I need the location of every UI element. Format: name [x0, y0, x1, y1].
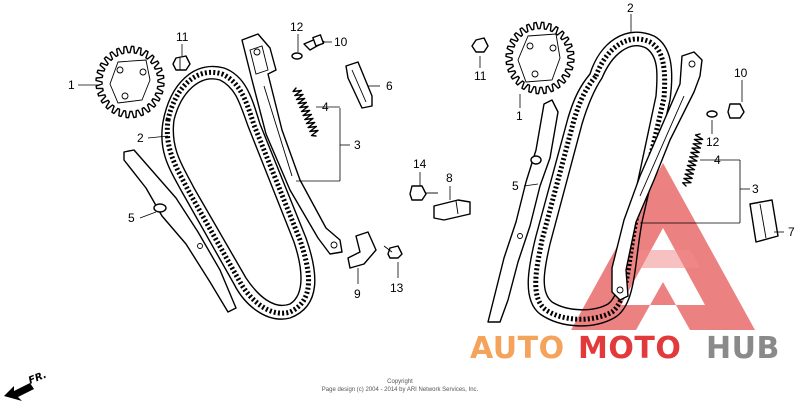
spring-right [682, 133, 704, 187]
callout-14: 14 [413, 157, 427, 171]
fr-arrow-icon [4, 383, 34, 401]
guide-block-6 [345, 61, 373, 109]
watermark-logo [571, 163, 755, 330]
callout-1-left: 1 [68, 78, 75, 92]
callout-9: 9 [354, 287, 361, 301]
tensioner-arm-right [611, 51, 703, 301]
bolt-13 [383, 245, 403, 259]
callout-12-left: 12 [290, 20, 304, 34]
cam-chain-left [161, 65, 316, 320]
chain-guide-left [123, 149, 237, 313]
callout-4-right: 4 [714, 153, 721, 167]
bolt-10-left [303, 34, 325, 51]
callout-5-right: 5 [512, 179, 519, 193]
fr-label: FR. [27, 370, 48, 387]
bolt-10-right [727, 103, 745, 119]
watermark-text: AUTO MOTO HUB [470, 331, 780, 366]
clip-9 [347, 231, 377, 269]
guide-block-7 [749, 199, 779, 243]
callout-11-left: 11 [176, 30, 189, 44]
bracket-8 [433, 199, 471, 221]
bolt-14 [409, 185, 438, 201]
cam-sprocket-left [95, 45, 165, 119]
callout-1-right: 1 [516, 109, 523, 123]
footer-copyright: Copyright [387, 379, 413, 385]
bolt-11-right [471, 37, 489, 53]
leader-lines [78, 14, 784, 284]
callout-3-left: 3 [354, 138, 361, 152]
washer-12-right [706, 110, 718, 118]
chain-guide-right [487, 99, 559, 323]
callout-4-left: 4 [322, 100, 329, 114]
callout-13: 13 [390, 281, 404, 295]
callout-8: 8 [446, 171, 453, 185]
callout-2-left: 2 [137, 131, 144, 145]
tensioner-arm-left [241, 33, 343, 255]
callout-7: 7 [788, 225, 795, 239]
cam-chain-right [527, 31, 673, 327]
callout-2-right: 2 [627, 1, 634, 15]
callout-12-right: 12 [706, 135, 720, 149]
watermark-auto: AUTO [470, 331, 565, 366]
watermark-moto: MOTO [578, 331, 681, 366]
callout-11-right: 11 [474, 69, 487, 83]
watermark-hub: HUB [706, 331, 780, 366]
bolt-11-left [172, 55, 191, 71]
callout-3-right: 3 [752, 182, 759, 196]
watermark-triangle [571, 163, 755, 330]
callout-10-right: 10 [734, 66, 748, 80]
footer-credit: Page design (c) 2004 - 2014 by ARI Netwo… [322, 387, 479, 393]
callout-5-left: 5 [128, 211, 135, 225]
callout-6: 6 [386, 79, 393, 93]
callout-10-left: 10 [334, 35, 348, 49]
washer-12-left [291, 52, 303, 60]
front-direction-indicator: FR. [4, 370, 48, 401]
cam-sprocket-right [505, 21, 575, 95]
spring-left [292, 87, 319, 137]
